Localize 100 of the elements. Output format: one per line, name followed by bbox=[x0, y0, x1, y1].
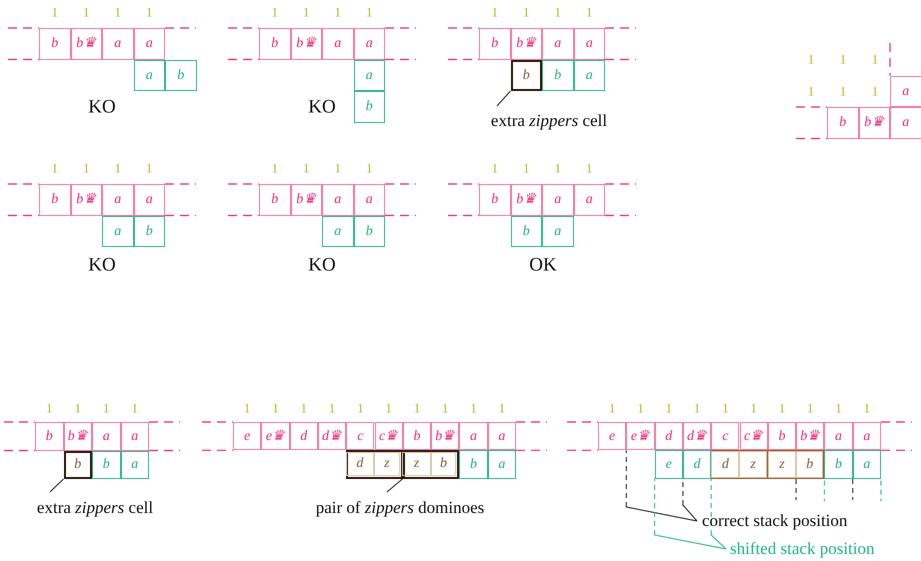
leader-line bbox=[710, 478, 726, 550]
tape-cell: e♛ bbox=[626, 422, 655, 450]
callout-text: shifted stack position bbox=[726, 537, 921, 561]
count-label: 1 bbox=[46, 401, 52, 414]
leader-line bbox=[654, 478, 726, 550]
leader-line bbox=[626, 450, 698, 522]
tape-cell: a bbox=[354, 184, 385, 216]
tape-cell: b bbox=[768, 422, 796, 450]
zipper-cell: z bbox=[402, 452, 431, 476]
tape-cell: d♛ bbox=[682, 422, 712, 450]
count-label: 1 bbox=[303, 6, 310, 19]
count-label: 1 bbox=[586, 6, 592, 19]
tape-cell: a bbox=[890, 76, 921, 107]
count-label: 1 bbox=[272, 401, 279, 414]
count-label: 1 bbox=[872, 52, 878, 66]
count-label: 1 bbox=[146, 162, 152, 175]
stack-cell: a bbox=[574, 60, 605, 91]
domino-box bbox=[402, 450, 460, 479]
stack-cell: a bbox=[322, 216, 354, 247]
count-label: 1 bbox=[523, 6, 530, 19]
tape-cell: b♛ bbox=[431, 422, 460, 450]
tape-cell: b♛ bbox=[290, 28, 322, 60]
tape-cell: a bbox=[354, 28, 385, 60]
zipper-cell: z bbox=[768, 451, 796, 478]
stack-cell: b bbox=[92, 450, 120, 479]
tape-cell: b♛ bbox=[70, 28, 102, 60]
count-label: 1 bbox=[492, 162, 498, 175]
count-label: 1 bbox=[864, 401, 870, 414]
domino-box bbox=[711, 450, 768, 479]
count-label: 1 bbox=[840, 84, 846, 98]
count-label: 1 bbox=[74, 401, 81, 414]
count-label: 1 bbox=[637, 401, 644, 414]
count-label: 1 bbox=[414, 401, 420, 414]
stack-cell: b bbox=[542, 60, 574, 91]
count-label: 1 bbox=[366, 162, 372, 175]
tape-cell: b bbox=[259, 28, 290, 60]
tape-cell: c♛ bbox=[740, 422, 768, 450]
count-label: 1 bbox=[694, 401, 700, 414]
stack-cell: b bbox=[354, 91, 385, 122]
tape-cell: a bbox=[322, 184, 354, 216]
zipper-cell: d bbox=[711, 451, 740, 478]
callout-text: correct stack position bbox=[697, 509, 893, 533]
tape-cell: e bbox=[598, 422, 626, 450]
tape-cell: c♛ bbox=[374, 422, 403, 450]
verdict-label: KO bbox=[308, 98, 336, 116]
count-label: 1 bbox=[114, 162, 121, 175]
count-label: 1 bbox=[835, 401, 842, 414]
tape-cell: a bbox=[102, 28, 134, 60]
stack-cell: b bbox=[459, 450, 488, 479]
tape-cell: b bbox=[35, 422, 64, 450]
count-label: 1 bbox=[498, 401, 506, 414]
callout-text: extra zippers cell bbox=[20, 492, 170, 524]
count-label: 1 bbox=[872, 84, 878, 98]
count-label: 1 bbox=[52, 6, 58, 19]
count-label: 1 bbox=[366, 6, 372, 19]
zipper-cell: b bbox=[796, 451, 824, 478]
callout-text: pair of zippers dominoes bbox=[290, 492, 510, 524]
count-label: 1 bbox=[83, 6, 90, 19]
zipper-cell: b bbox=[430, 452, 456, 476]
leader-line bbox=[386, 478, 404, 492]
zipper-cell: z bbox=[374, 452, 400, 476]
count-label: 1 bbox=[146, 6, 152, 19]
tape-cell: d bbox=[654, 422, 683, 450]
count-label: 1 bbox=[523, 162, 530, 175]
count-label: 1 bbox=[586, 162, 592, 175]
count-label: 1 bbox=[52, 162, 58, 175]
zipper-cell: z bbox=[739, 451, 767, 478]
tape-cell: a bbox=[459, 422, 488, 450]
zipper-cell: b bbox=[64, 450, 92, 479]
tape-cell: e♛ bbox=[261, 422, 290, 450]
stack-cell: b bbox=[354, 216, 385, 247]
count-label: 1 bbox=[303, 162, 310, 175]
tape-cell: c bbox=[346, 422, 374, 450]
count-label: 1 bbox=[778, 401, 786, 414]
tape-cell: b♛ bbox=[290, 184, 322, 216]
count-label: 1 bbox=[470, 401, 477, 414]
zipper-cell: b bbox=[510, 60, 542, 91]
count-label: 1 bbox=[807, 401, 814, 414]
tape-cell: b♛ bbox=[510, 184, 542, 216]
stack-cell: a bbox=[542, 216, 574, 247]
tape-cell: a bbox=[134, 28, 165, 60]
tape-cell: a bbox=[852, 422, 881, 450]
count-label: 1 bbox=[608, 401, 616, 414]
count-label: 1 bbox=[554, 6, 561, 19]
count-label: 1 bbox=[666, 401, 672, 414]
stack-cell: a bbox=[354, 60, 385, 91]
count-label: 1 bbox=[442, 401, 448, 414]
count-label: 1 bbox=[132, 401, 138, 414]
tape-cell: b bbox=[479, 184, 510, 216]
verdict-label: OK bbox=[529, 256, 557, 274]
count-label: 1 bbox=[300, 401, 307, 414]
tape-cell: a bbox=[824, 422, 853, 450]
tape-cell: a bbox=[322, 28, 354, 60]
stack-cell: d bbox=[682, 450, 712, 479]
tape-cell: a bbox=[102, 184, 134, 216]
domino-box bbox=[346, 450, 403, 479]
tape-cell: a bbox=[134, 184, 165, 216]
tape-cell: b♛ bbox=[64, 422, 92, 450]
verdict-label: KO bbox=[88, 98, 116, 116]
stack-cell: e bbox=[654, 450, 683, 479]
